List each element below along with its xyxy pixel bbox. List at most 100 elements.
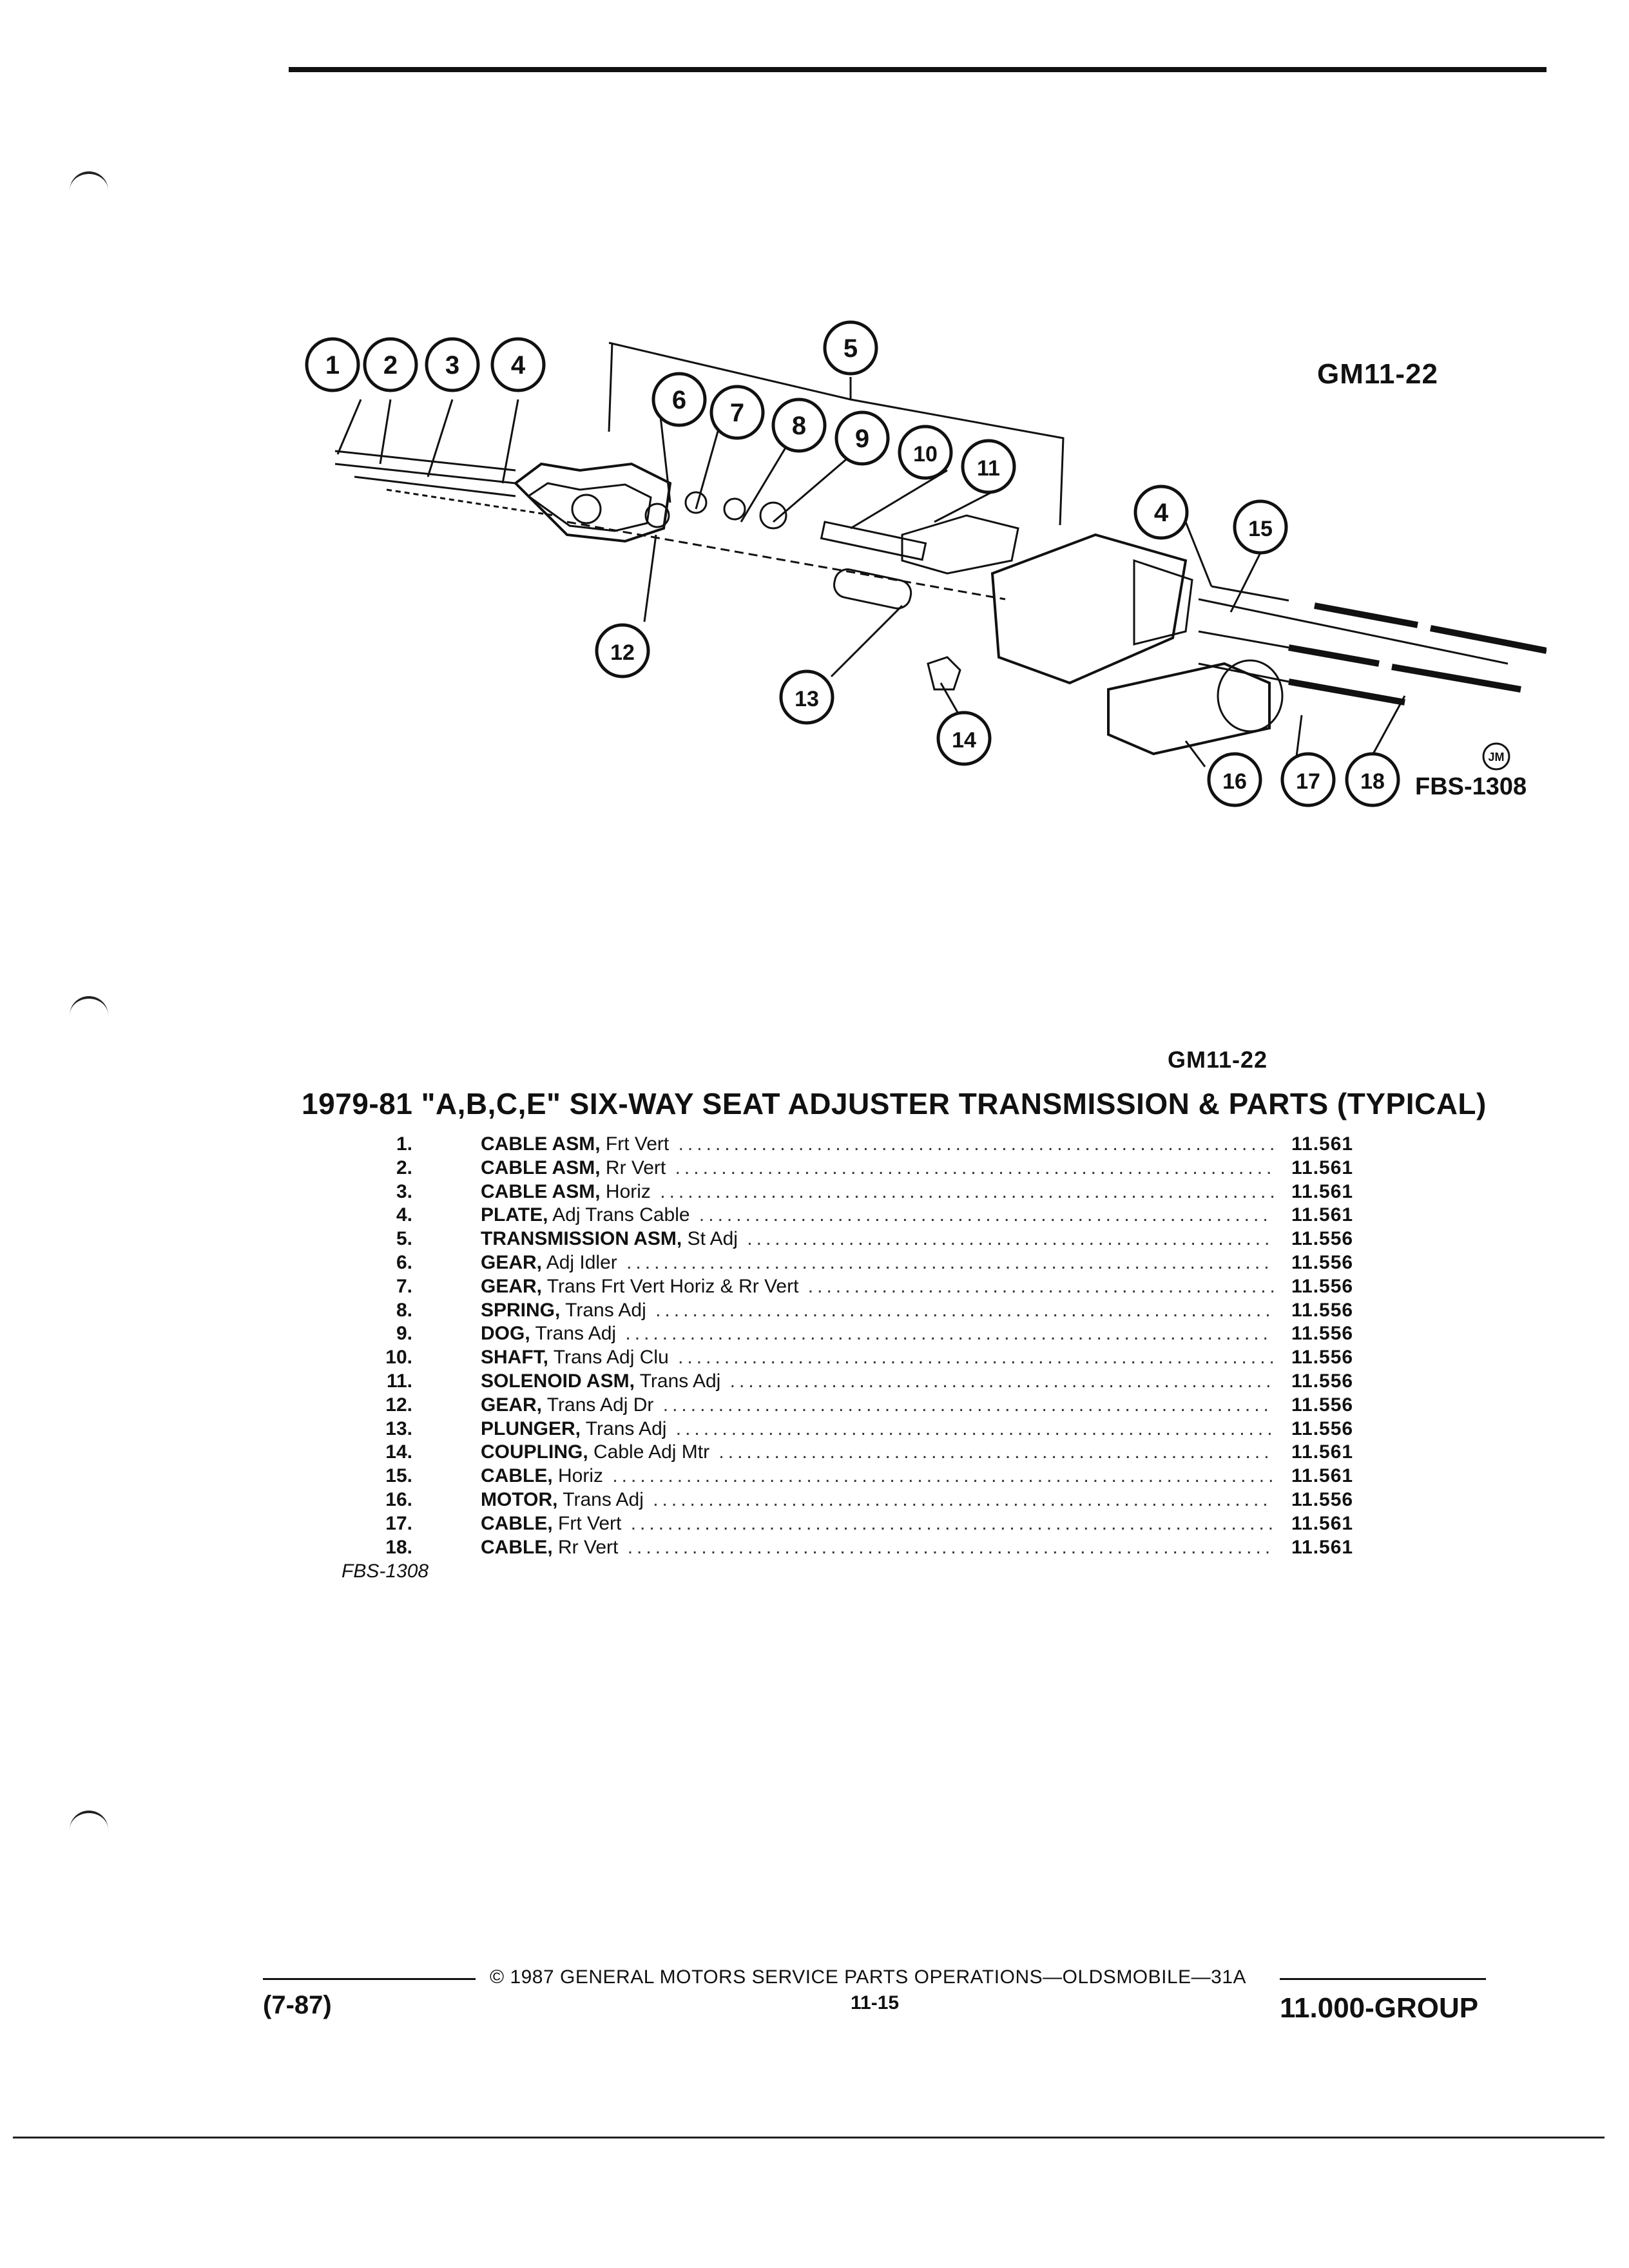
- callout-15: 15: [1248, 517, 1273, 541]
- callout-1: 1: [325, 351, 340, 380]
- section-title: 1979-81 "A,B,C,E" SIX-WAY SEAT ADJUSTER …: [302, 1087, 1487, 1120]
- parts-row: 7.GEAR, Trans Frt Vert Horiz & Rr Vert .…: [335, 1275, 1431, 1299]
- part-detail: Trans Adj: [530, 1323, 617, 1345]
- part-number: 10.: [385, 1347, 412, 1369]
- part-description: SHAFT, Trans Adj Clu ...................…: [481, 1346, 1273, 1369]
- part-name: PLUNGER,: [481, 1418, 581, 1439]
- part-detail: Trans Adj: [581, 1418, 667, 1439]
- leader-dots: ........................................…: [625, 1323, 1273, 1345]
- parts-row: 10. SHAFT, Trans Adj Clu ................…: [335, 1346, 1431, 1370]
- part-description: PLUNGER, Trans Adj .....................…: [481, 1418, 1273, 1441]
- part-description: PLATE, Adj Trans Cable .................…: [481, 1204, 1273, 1227]
- group-reference: 11.561: [1291, 1180, 1354, 1202]
- part-name: CABLE,: [481, 1536, 553, 1558]
- part-number: 17.: [385, 1512, 412, 1534]
- leader-dots: ........................................…: [675, 1418, 1273, 1439]
- footer-rule-right: [1280, 1978, 1486, 1980]
- parts-list: 1. CABLE ASM, Frt Vert ..................…: [335, 1133, 1431, 1559]
- parts-row: 4.PLATE, Adj Trans Cable ...............…: [335, 1204, 1431, 1227]
- part-detail: Rr Vert: [600, 1157, 666, 1178]
- part-detail: Trans Adj Dr: [542, 1394, 654, 1416]
- part-name: DOG,: [481, 1323, 530, 1345]
- part-number: 13.: [385, 1418, 412, 1439]
- leader-dots: ........................................…: [729, 1370, 1273, 1392]
- footer-group: 11.000-GROUP: [1280, 1992, 1479, 2024]
- callout-4b: 4: [1154, 499, 1169, 527]
- part-description: TRANSMISSION ASM, St Adj ...............…: [481, 1227, 1273, 1251]
- part-description: CABLE, Frt Vert ........................…: [481, 1512, 1273, 1535]
- parts-row: 6.GEAR, Adj Idler ......................…: [335, 1251, 1431, 1275]
- part-detail: Horiz: [552, 1465, 604, 1487]
- leader-dots: ........................................…: [807, 1275, 1273, 1297]
- group-reference: 11.556: [1291, 1323, 1354, 1345]
- callout-5: 5: [843, 334, 858, 363]
- leader-dots: ........................................…: [675, 1157, 1273, 1178]
- bottom-rule: [13, 2137, 1605, 2138]
- part-description: SPRING, Trans Adj ......................…: [481, 1299, 1273, 1322]
- group-reference: 11.556: [1291, 1228, 1354, 1250]
- part-description: GEAR, Adj Idler ........................…: [481, 1251, 1273, 1274]
- part-detail: Adj Idler: [542, 1251, 617, 1273]
- callout-4: 4: [511, 351, 526, 380]
- leader-dots: ........................................…: [655, 1299, 1273, 1321]
- callout-10: 10: [913, 442, 938, 466]
- group-reference: 11.561: [1291, 1441, 1354, 1463]
- footer-copyright: © 1987 GENERAL MOTORS SERVICE PARTS OPER…: [490, 1966, 1247, 1988]
- part-detail: Trans Adj Clu: [548, 1347, 669, 1369]
- leader-dots: ........................................…: [678, 1133, 1273, 1155]
- part-name: CABLE ASM,: [481, 1133, 601, 1155]
- parts-row: 2. CABLE ASM, Rr Vert ...................…: [335, 1157, 1431, 1180]
- part-detail: St Adj: [682, 1228, 738, 1250]
- part-name: CABLE ASM,: [481, 1157, 601, 1178]
- callout-12: 12: [610, 640, 635, 665]
- part-description: DOG, Trans Adj .........................…: [481, 1322, 1273, 1345]
- parts-row: 3.CABLE ASM, Horiz .....................…: [335, 1180, 1431, 1204]
- leader-dots: ........................................…: [747, 1228, 1273, 1250]
- parts-row: 8.SPRING, Trans Adj ....................…: [335, 1299, 1431, 1323]
- part-name: SOLENOID ASM,: [481, 1370, 635, 1392]
- part-detail: Frt Vert: [552, 1512, 622, 1534]
- callout-8: 8: [792, 412, 806, 440]
- section-code: GM11-22: [1168, 1046, 1268, 1073]
- part-detail: Rr Vert: [552, 1536, 619, 1558]
- group-reference: 11.556: [1291, 1275, 1354, 1297]
- leader-dots: ........................................…: [612, 1465, 1273, 1487]
- callout-17: 17: [1296, 769, 1320, 794]
- group-reference: 11.561: [1291, 1512, 1354, 1534]
- parts-row: 11.SOLENOID ASM, Trans Adj .............…: [335, 1370, 1431, 1394]
- part-name: PLATE,: [481, 1204, 548, 1226]
- part-description: CABLE, Horiz ...........................…: [481, 1465, 1273, 1488]
- group-reference: 11.561: [1291, 1465, 1354, 1487]
- group-reference: 11.561: [1291, 1536, 1354, 1558]
- part-name: CABLE,: [481, 1512, 553, 1534]
- group-reference: 11.556: [1291, 1488, 1354, 1510]
- part-number: 1.: [396, 1133, 412, 1155]
- leader-dots: ........................................…: [662, 1394, 1273, 1416]
- part-detail: Frt Vert: [600, 1133, 670, 1155]
- callout-13: 13: [795, 687, 819, 711]
- part-description: GEAR, Trans Frt Vert Horiz & Rr Vert ...…: [481, 1275, 1273, 1298]
- diagram-code: GM11-22: [1317, 358, 1438, 390]
- part-number: 14.: [385, 1441, 412, 1463]
- exploded-parts-diagram: 1 2 3 4 5 6 7 8 9 10 11 4 15 12 13 14 16…: [305, 320, 1547, 807]
- parts-row: 17. CABLE, Frt Vert .....................…: [335, 1512, 1431, 1536]
- binder-mark: [70, 171, 108, 191]
- part-number: 9.: [396, 1323, 412, 1345]
- parts-row: 15.CABLE, Horiz ........................…: [335, 1465, 1431, 1488]
- part-name: CABLE ASM,: [481, 1180, 601, 1202]
- leader-dots: ........................................…: [678, 1347, 1273, 1369]
- parts-row: 12.GEAR, Trans Adj Dr ..................…: [335, 1394, 1431, 1418]
- part-name: MOTOR,: [481, 1488, 558, 1510]
- parts-row: 16.MOTOR, Trans Adj ....................…: [335, 1488, 1431, 1512]
- leader-dots: ........................................…: [630, 1512, 1273, 1534]
- parts-row: 18.CABLE, Rr Vert ......................…: [335, 1536, 1431, 1560]
- part-number: 2.: [396, 1157, 412, 1178]
- part-description: CABLE ASM, Rr Vert .....................…: [481, 1157, 1273, 1180]
- parts-row: 13. PLUNGER, Trans Adj ..................…: [335, 1418, 1431, 1441]
- part-detail: Horiz: [600, 1180, 651, 1202]
- part-name: GEAR,: [481, 1394, 543, 1416]
- part-name: SPRING,: [481, 1299, 561, 1321]
- part-number: 16.: [385, 1488, 412, 1510]
- group-reference: 11.561: [1291, 1204, 1354, 1226]
- callout-2: 2: [383, 351, 398, 380]
